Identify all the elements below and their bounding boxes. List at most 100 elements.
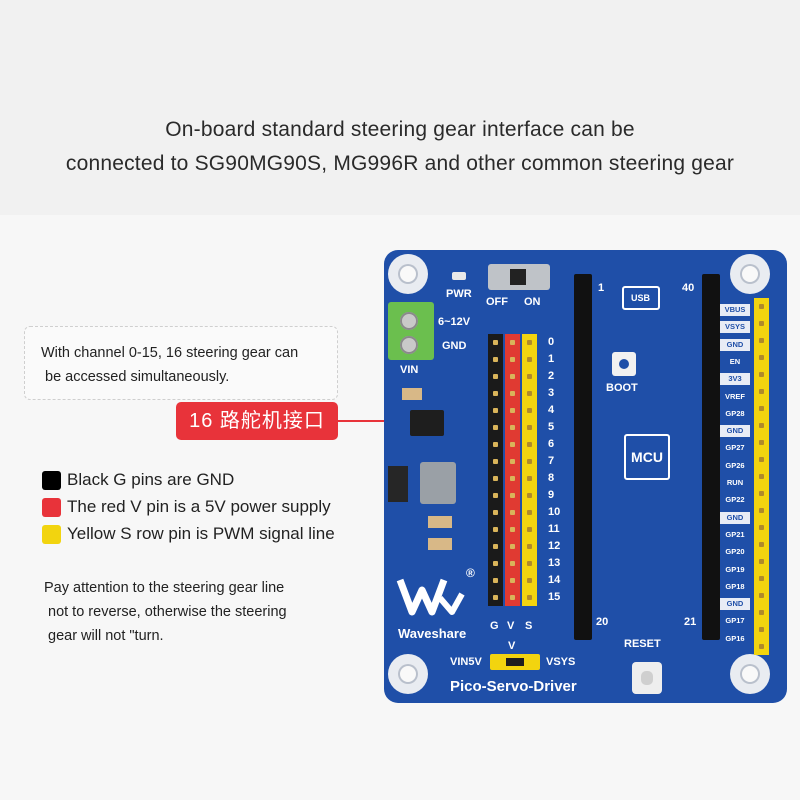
tip-line-2: not to reverse, otherwise the steering — [48, 604, 287, 620]
header-pin — [522, 402, 537, 419]
header-pin — [754, 604, 769, 621]
header-pin — [754, 383, 769, 400]
header-pin — [488, 368, 503, 385]
channel-label: 15 — [548, 591, 561, 603]
note-line-1: With channel 0-15, 16 steering gear can — [41, 345, 299, 361]
header-pin — [505, 419, 520, 436]
channel-label: 12 — [548, 540, 561, 552]
power-switch[interactable] — [488, 264, 550, 290]
boot-button[interactable] — [612, 352, 636, 376]
header-pin — [488, 589, 503, 606]
header-pin — [754, 570, 769, 587]
legend-item-yellow: Yellow S row pin is PWM signal line — [42, 524, 335, 544]
channel-note: With channel 0-15, 16 steering gear can … — [24, 326, 338, 400]
servo-interface-callout: 16 路舵机接口 — [176, 402, 338, 440]
pin-21-label: 21 — [684, 616, 697, 628]
legend-item-red: The red V pin is a 5V power supply — [42, 497, 331, 517]
header-pin — [488, 351, 503, 368]
header-pin — [754, 502, 769, 519]
channel-label: 1 — [548, 353, 555, 365]
pwr-led — [452, 272, 466, 280]
header-pin — [505, 487, 520, 504]
gnd-label: GND — [442, 340, 467, 352]
reset-button[interactable] — [632, 662, 662, 694]
header-pin — [505, 555, 520, 572]
legend-item-black: Black G pins are GND — [42, 470, 234, 490]
header-pin — [754, 417, 769, 434]
header-pin — [488, 504, 503, 521]
header-pin — [522, 334, 537, 351]
legend-label: The red V pin is a 5V power supply — [67, 497, 331, 516]
header-pin — [522, 589, 537, 606]
mcu-chip: MCU — [624, 434, 670, 480]
pin-1-label: 1 — [598, 282, 605, 294]
expansion-pin-header — [754, 298, 769, 655]
header-pin — [754, 298, 769, 315]
header-pin — [505, 385, 520, 402]
header-pin — [754, 587, 769, 604]
mount-hole-bottom-left — [388, 654, 428, 694]
header-pin — [754, 349, 769, 366]
pwr-label: PWR — [446, 288, 472, 300]
black-swatch — [42, 470, 61, 490]
red-swatch — [42, 497, 61, 517]
channel-label: 13 — [548, 557, 561, 569]
pin-40-label: 40 — [682, 282, 695, 294]
heading-line-1: On-board standard steering gear interfac… — [165, 118, 635, 141]
header-pin — [488, 470, 503, 487]
header-pin — [505, 334, 520, 351]
diode — [388, 466, 408, 502]
gpio-pin-label: GP26 — [725, 460, 745, 470]
header-pin — [488, 385, 503, 402]
off-label: OFF — [486, 296, 508, 308]
header-pin — [505, 521, 520, 538]
header-pin — [505, 351, 520, 368]
header-pin — [522, 470, 537, 487]
tip-line-3: gear will not "turn. — [48, 628, 164, 644]
header-band — [0, 0, 800, 215]
regulator-chip — [410, 410, 444, 436]
boot-label: BOOT — [606, 382, 638, 394]
header-pin — [522, 419, 537, 436]
legend-label: Black G pins are GND — [67, 470, 235, 489]
header-pin — [488, 453, 503, 470]
mount-hole-top-right — [730, 254, 770, 294]
mount-hole-bottom-right — [730, 654, 770, 694]
capacitor — [428, 538, 452, 550]
header-pin — [754, 536, 769, 553]
channel-label: 3 — [548, 387, 555, 399]
g-pin-header — [488, 334, 503, 606]
header-pin — [505, 538, 520, 555]
gpio-pin-label: VBUS — [720, 304, 750, 316]
header-pin — [522, 572, 537, 589]
header-pin — [754, 468, 769, 485]
gpio-pin-label: GP28 — [725, 408, 745, 418]
header-pin — [754, 553, 769, 570]
header-pin — [505, 453, 520, 470]
gpio-pin-label: GP22 — [725, 495, 745, 505]
inductor — [420, 462, 456, 504]
yellow-swatch — [42, 524, 61, 544]
header-pin — [522, 453, 537, 470]
vsys-label: VSYS — [546, 656, 576, 668]
gpio-pin-label: GND — [720, 511, 750, 524]
gpio-pin-label: 3V3 — [720, 373, 750, 386]
pin-20-label: 20 — [596, 616, 609, 628]
gpio-pin-label: GP21 — [725, 529, 745, 539]
header-pin — [754, 434, 769, 451]
on-label: ON — [524, 296, 541, 308]
voltage-label: 6~12V — [438, 316, 471, 328]
channel-label: 7 — [548, 455, 555, 467]
terminal-screw-icon — [400, 336, 418, 354]
reset-button-cap — [641, 671, 653, 685]
channel-label: 10 — [548, 506, 561, 518]
header-pin — [522, 436, 537, 453]
channel-label: 9 — [548, 489, 555, 501]
header-pin — [522, 385, 537, 402]
legend-label: Yellow S row pin is PWM signal line — [67, 524, 335, 543]
header-pin — [505, 589, 520, 606]
terminal-screw-icon — [400, 312, 418, 330]
gpio-pin-label: GND — [720, 338, 750, 351]
power-select-jumper[interactable] — [490, 654, 540, 670]
header-pin — [505, 436, 520, 453]
